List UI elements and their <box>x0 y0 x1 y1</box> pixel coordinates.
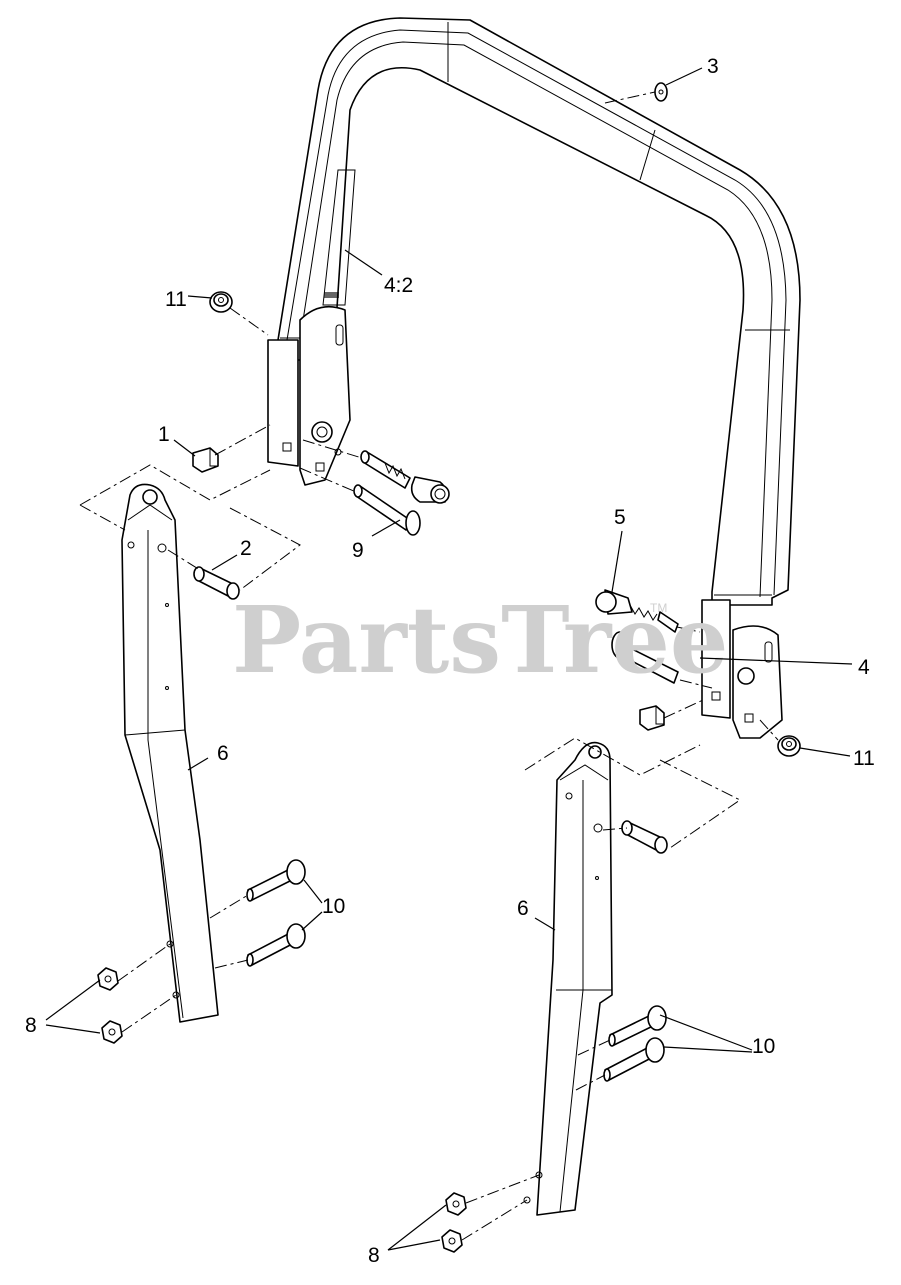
callout-3: 3 <box>707 55 719 78</box>
callout-6-right: 6 <box>517 897 529 920</box>
callout-9: 9 <box>352 539 364 562</box>
callout-5: 5 <box>614 506 626 529</box>
flange-nut-right <box>777 735 801 757</box>
flange-nut-left <box>209 291 233 313</box>
roll-bar-hoop <box>269 17 801 606</box>
clevis-pin-part-4 <box>611 631 679 684</box>
leader-lines <box>45 67 853 1251</box>
cap-part-1 <box>192 447 219 473</box>
cap-right <box>639 705 665 731</box>
callout-4-2: 4:2 <box>384 274 413 297</box>
watermark-text: PartsTree <box>232 586 728 694</box>
left-lower-leg <box>121 483 219 1023</box>
callout-6-left: 6 <box>217 742 229 765</box>
watermark-trademark: TM <box>650 601 667 615</box>
left-mount-bracket <box>267 305 351 486</box>
spring-lock-part-5 <box>595 589 679 633</box>
callout-1: 1 <box>158 423 170 446</box>
watermark: PartsTree TM <box>232 586 728 694</box>
bolts-part-10-left <box>246 859 306 967</box>
callout-2: 2 <box>240 537 252 560</box>
assembly-centerlines <box>79 91 779 1241</box>
spacer-part-2-left <box>193 566 240 600</box>
washer-part-3 <box>654 82 668 102</box>
callout-8-right: 8 <box>368 1244 380 1267</box>
callout-10-left: 10 <box>322 895 345 918</box>
right-lower-leg <box>523 741 613 1216</box>
bolts-part-10-right <box>603 1005 667 1082</box>
callout-10-right: 10 <box>752 1035 775 1058</box>
callout-4: 4 <box>858 656 870 679</box>
callout-8-left: 8 <box>25 1014 37 1037</box>
callout-labels: 3 4:2 11 1 2 9 5 4 11 6 10 8 6 10 8 <box>25 55 875 1267</box>
nuts-part-8-right <box>441 1192 467 1253</box>
callout-11-left: 11 <box>165 288 187 311</box>
spacer-tube-right <box>621 820 668 854</box>
nuts-part-8-left <box>97 967 123 1044</box>
callout-11-right: 11 <box>853 747 875 770</box>
lock-pin-assembly-left <box>360 450 450 504</box>
clevis-pin-part-9 <box>353 484 421 536</box>
